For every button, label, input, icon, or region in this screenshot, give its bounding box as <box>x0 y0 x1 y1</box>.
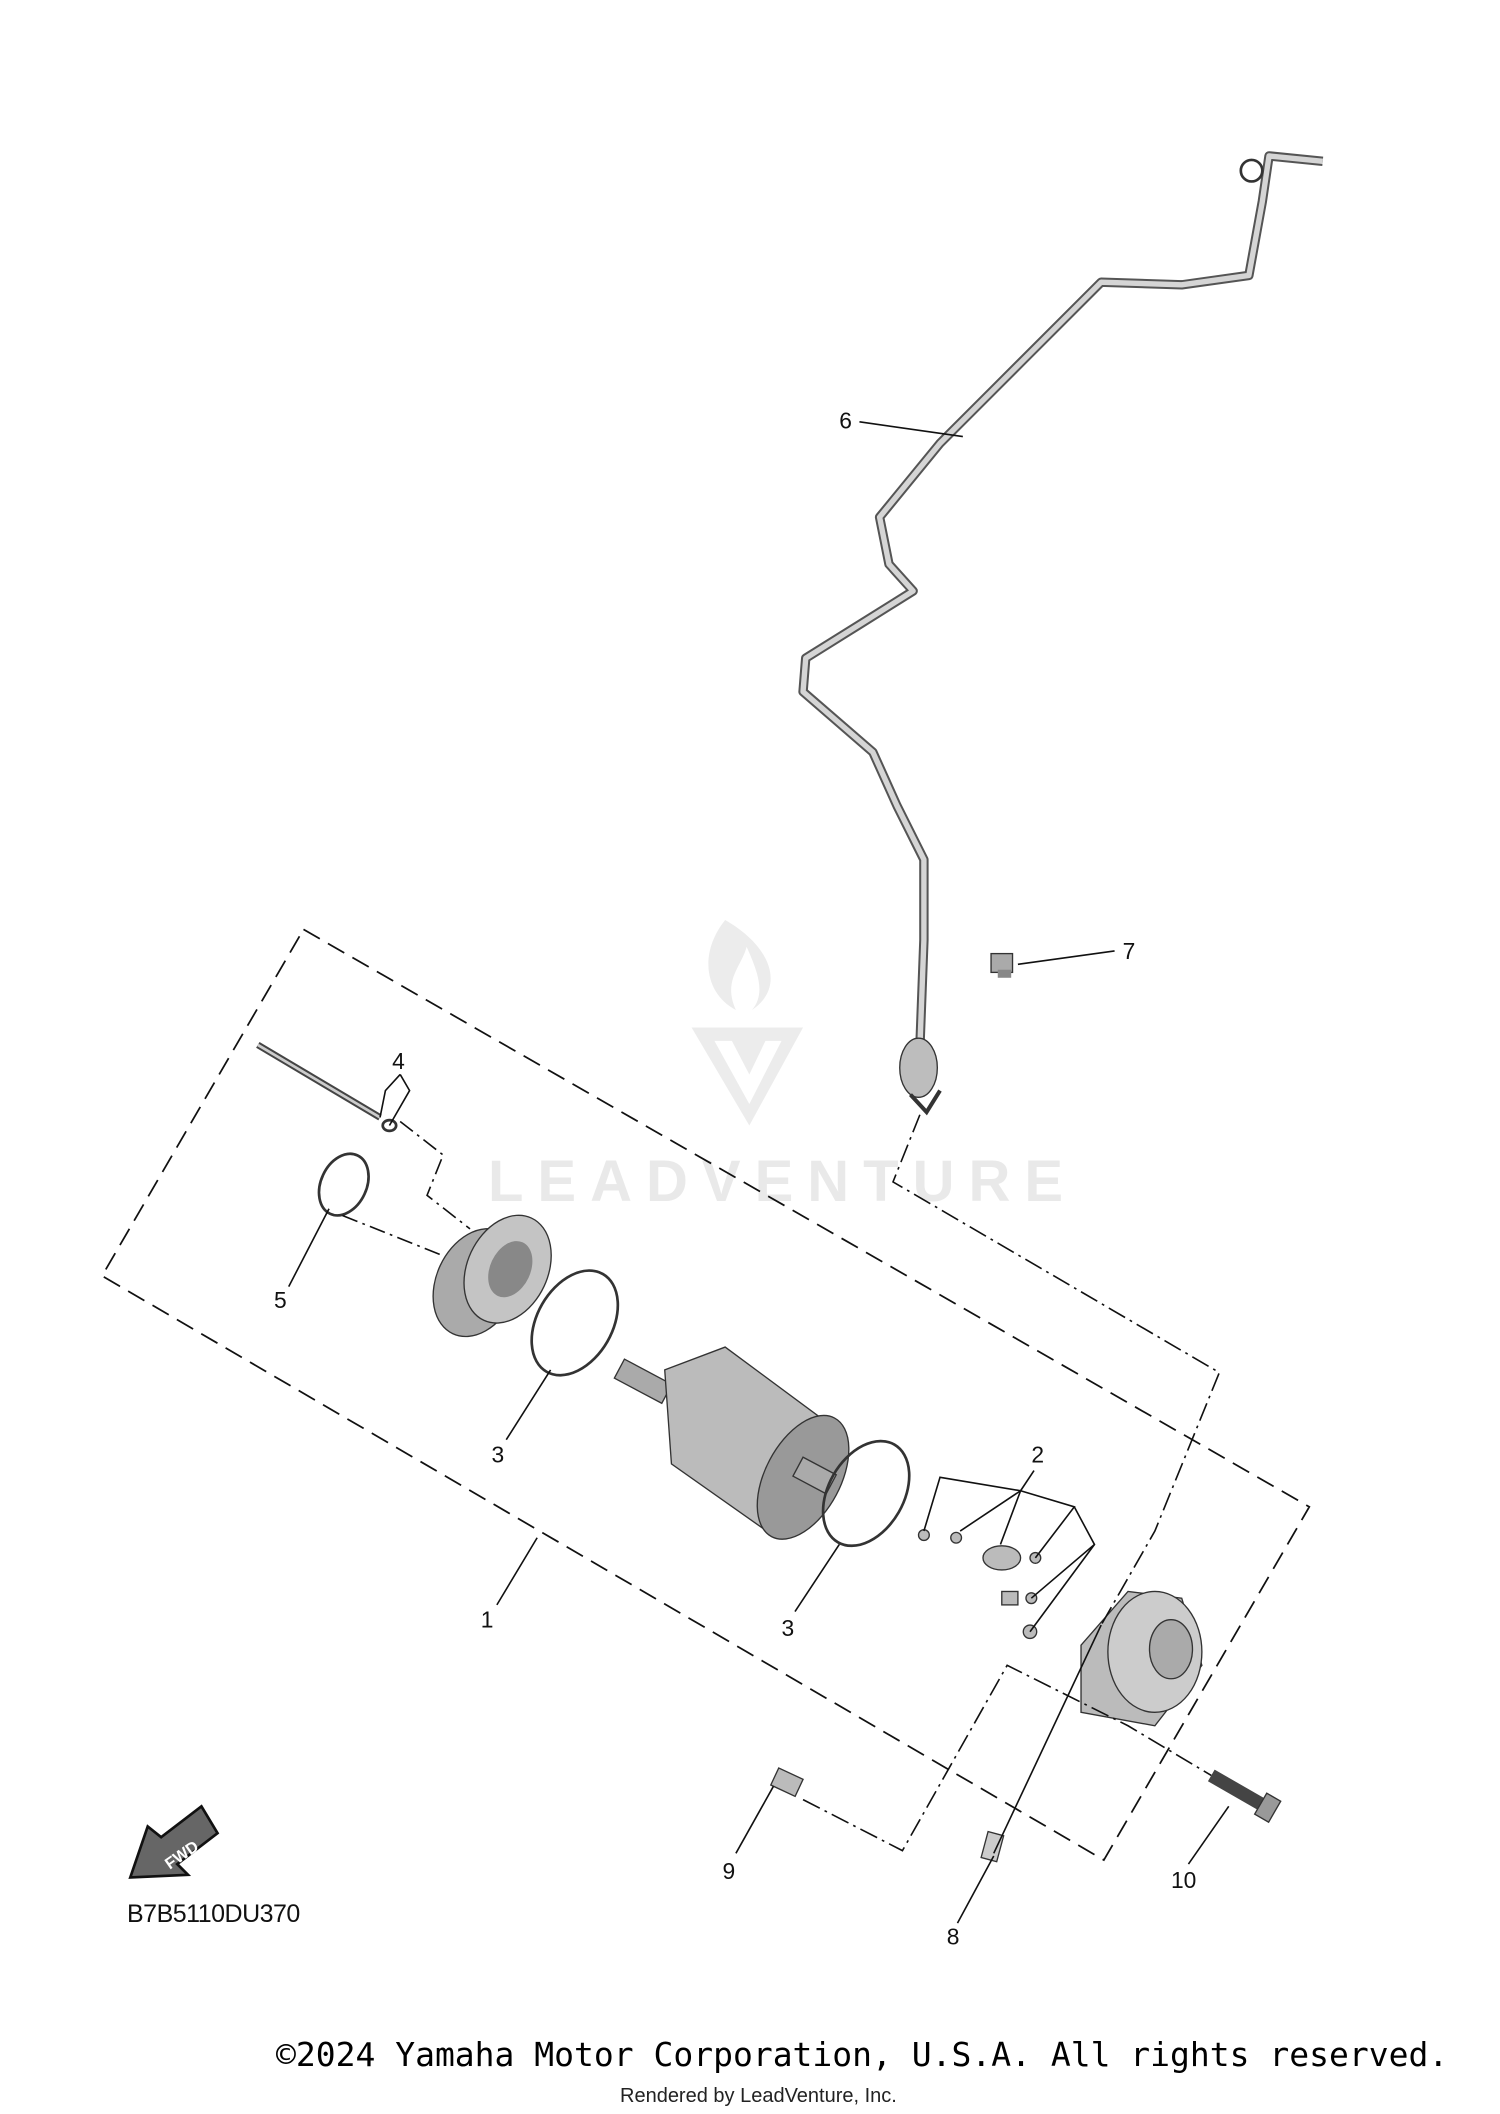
copyright-notice: ©2024 Yamaha Motor Corporation, U.S.A. A… <box>276 2035 1449 2074</box>
rear-cover[interactable] <box>1080 1590 1203 1727</box>
callout-8[interactable]: 8 <box>947 1924 960 1950</box>
bolt-10[interactable] <box>1207 1769 1282 1824</box>
callout-3b[interactable]: 3 <box>782 1615 795 1641</box>
o-ring-3-rear[interactable] <box>805 1426 927 1561</box>
callout-6[interactable]: 6 <box>839 408 852 434</box>
leader-lines <box>288 421 1230 1924</box>
callout-9[interactable]: 9 <box>722 1858 735 1884</box>
o-ring-4[interactable] <box>381 1118 398 1133</box>
callout-10[interactable]: 10 <box>1171 1867 1196 1893</box>
diagram-code: B7B5110DU370 <box>127 1900 300 1928</box>
assembly-boundary <box>100 928 1311 1862</box>
callouts: 1 2 3 3 4 5 6 7 8 9 10 <box>274 408 1196 1950</box>
callout-1[interactable]: 1 <box>481 1607 494 1633</box>
brush-set[interactable] <box>917 1529 1042 1640</box>
motor-yoke[interactable] <box>613 1346 867 1554</box>
front-cover[interactable] <box>416 1201 568 1351</box>
callout-4[interactable]: 4 <box>392 1048 405 1074</box>
rendered-by-notice: Rendered by LeadVenture, Inc. <box>620 2085 897 2107</box>
o-ring-5[interactable] <box>309 1146 378 1224</box>
starter-cable[interactable] <box>798 151 1324 1048</box>
o-ring-3-front[interactable] <box>514 1255 636 1390</box>
callout-3a[interactable]: 3 <box>491 1442 504 1468</box>
screw-8[interactable] <box>980 1830 1005 1863</box>
callout-7[interactable]: 7 <box>1123 938 1136 964</box>
collar-9[interactable] <box>769 1767 804 1798</box>
cable-boot <box>899 1037 939 1098</box>
watermark-text: LEADVENTURE <box>488 1149 1078 1214</box>
bolt-7[interactable] <box>990 952 1014 978</box>
cable-terminal-ring-icon <box>1239 158 1264 183</box>
callout-5[interactable]: 5 <box>274 1287 287 1313</box>
callout-2[interactable]: 2 <box>1031 1442 1044 1468</box>
fwd-arrow-icon: FWD <box>128 1804 220 1879</box>
watermark-logo <box>691 920 804 1126</box>
